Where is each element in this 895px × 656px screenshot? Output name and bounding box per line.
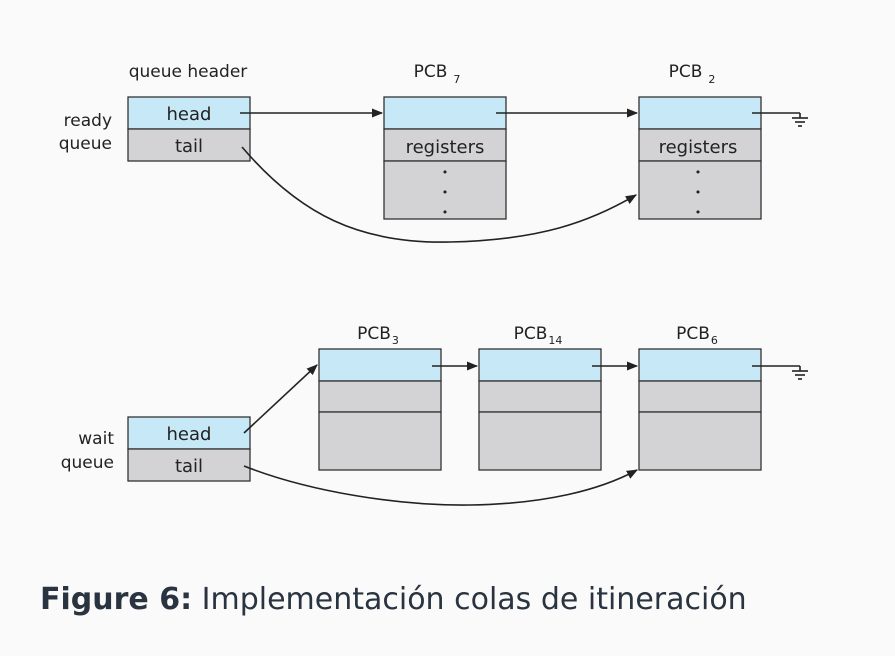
ready-queue-label-line2: queue <box>59 134 112 154</box>
pcb-2-body-cell <box>638 160 762 220</box>
pcb-7-pointer-cell <box>383 96 507 130</box>
pcb-2-dots-1: • <box>695 166 702 179</box>
ready-head-cell <box>127 96 251 130</box>
wait-queue: wait queue head tail PCB3 PCB14 PCB6 <box>61 324 808 506</box>
wait-queue-label-line2: queue <box>61 453 114 473</box>
pcb-7-dots-1: • <box>442 166 449 179</box>
pcb-14-pointer-cell <box>478 348 602 382</box>
pcb-14-body-cell <box>478 411 602 471</box>
wait-tail-to-pcb-6-arrow <box>243 465 638 506</box>
wait-head-label: head <box>167 424 212 445</box>
wait-tail-cell <box>127 448 251 482</box>
pcb-3-pointer-cell <box>318 348 442 382</box>
pcb-6-title: PCB6 <box>676 324 718 347</box>
ready-null-terminator-icon <box>752 112 808 127</box>
pcb-7-dots-2: • <box>442 186 449 199</box>
pcb-6-body-cell <box>638 411 762 471</box>
figure-caption: Figure 6: Implementación colas de itiner… <box>40 582 880 617</box>
ready-tail-cell <box>127 128 251 162</box>
pcb-3-body-cell <box>318 411 442 471</box>
pcb-6-field-cell <box>638 380 762 413</box>
pcb-14: PCB14 <box>478 324 602 471</box>
pcb-14-field-cell <box>478 380 602 413</box>
pcb-3-field-cell <box>318 380 442 413</box>
wait-tail-label: tail <box>175 456 203 477</box>
wait-head-cell <box>127 416 251 450</box>
pcb-2-dots-3: • <box>695 206 702 219</box>
pcb-3: PCB3 <box>318 324 442 471</box>
figure-caption-text: Implementación colas de itineración <box>201 582 747 617</box>
wait-null-terminator-icon <box>752 365 808 380</box>
ready-tail-label: tail <box>175 136 203 157</box>
pcb-14-title: PCB14 <box>514 324 563 347</box>
wait-queue-label-line1: wait <box>78 429 114 449</box>
pcb-2-pointer-cell <box>638 96 762 130</box>
queue-header-title: queue header <box>129 62 248 82</box>
pcb-7-dots-3: • <box>442 206 449 219</box>
ready-queue-label-line1: ready <box>64 111 112 131</box>
pcb-2-registers-label: registers <box>659 137 738 158</box>
pcb-7-body-cell <box>383 160 507 220</box>
figure-caption-label: Figure 6: <box>40 582 193 617</box>
pcb-7-registers-label: registers <box>406 137 485 158</box>
ready-head-label: head <box>167 104 212 125</box>
wait-head-to-pcb-3-arrow <box>243 364 318 434</box>
pcb-6: PCB6 <box>638 324 762 471</box>
pcb-6-pointer-cell <box>638 348 762 382</box>
ready-tail-to-pcb-2-arrow <box>241 146 637 243</box>
pcb-3-title: PCB3 <box>357 324 399 347</box>
pcb-2-dots-2: • <box>695 186 702 199</box>
